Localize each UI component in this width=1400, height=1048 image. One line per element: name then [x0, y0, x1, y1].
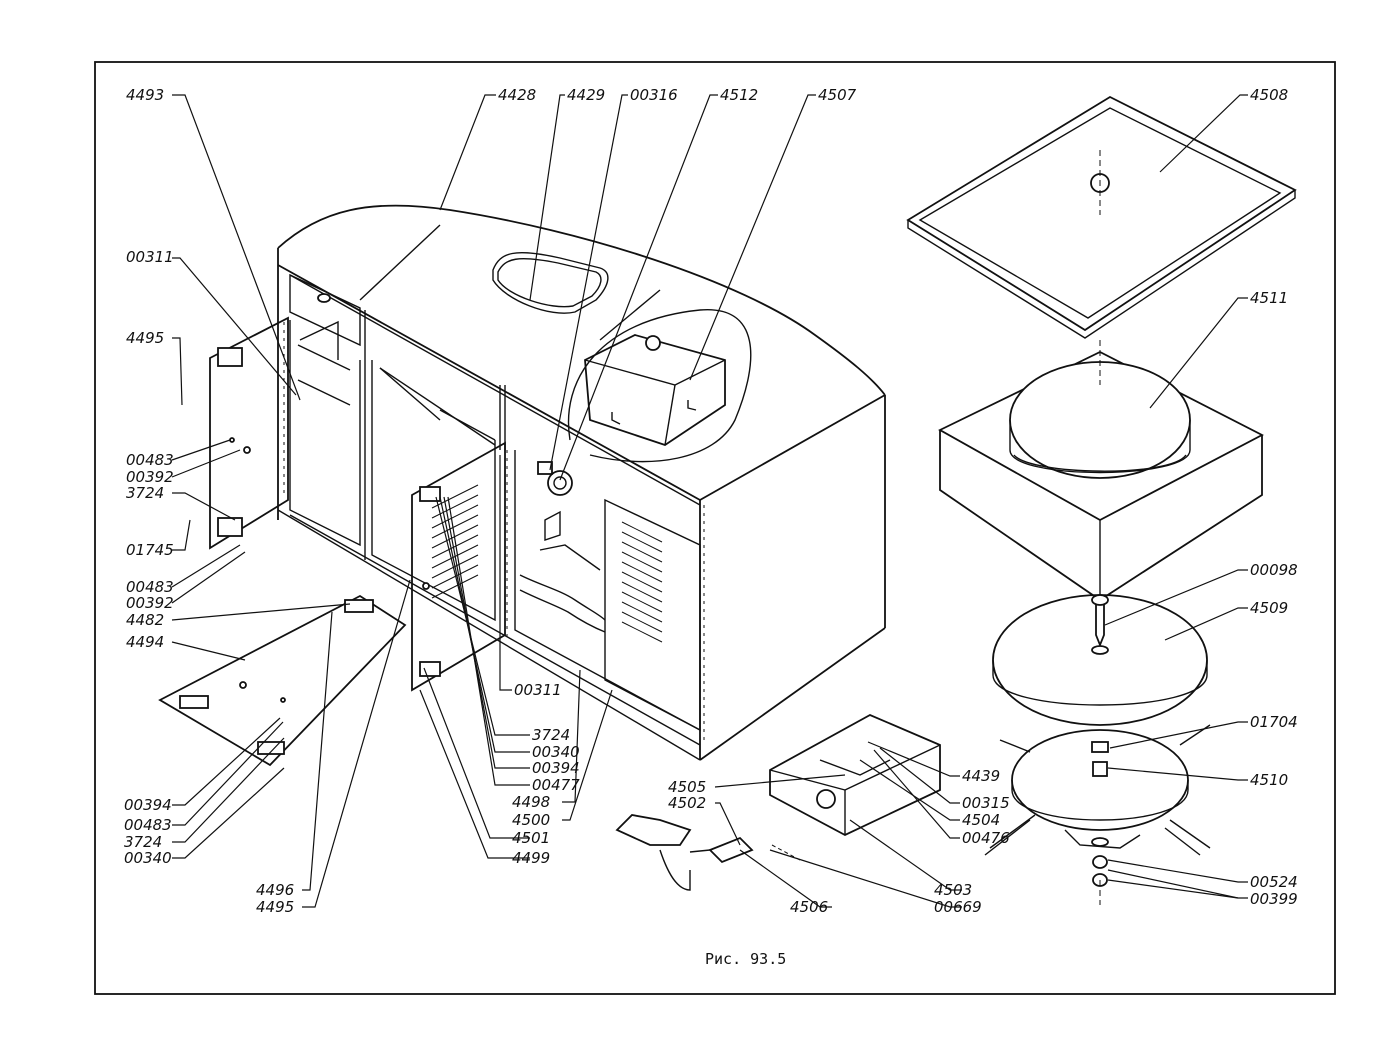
- heater-block: [938, 340, 1264, 602]
- callout-4482: 4482: [126, 611, 164, 629]
- callout-00394-lower: 00394: [124, 796, 172, 814]
- pedal-assembly: [615, 713, 941, 891]
- callout-00392-mid: 00392: [126, 594, 174, 612]
- drawing-border: [94, 61, 1336, 995]
- callout-00477: 00477: [532, 776, 580, 794]
- callout-3724-lower: 3724: [124, 833, 162, 851]
- callout-4495-lower: 4495: [256, 898, 294, 916]
- callout-labels: 4493 4428 4429 00316 4512 4507 4508 0031…: [124, 86, 1298, 916]
- callout-4505: 4505: [668, 778, 706, 796]
- callout-00311-upper: 00311: [126, 248, 174, 266]
- callout-00399: 00399: [1250, 890, 1298, 908]
- callout-00394-mid: 00394: [532, 759, 580, 777]
- callout-4509: 4509: [1250, 599, 1288, 617]
- callout-00316: 00316: [630, 86, 678, 104]
- callout-00340-mid: 00340: [532, 743, 580, 761]
- callout-00311-lower: 00311: [514, 681, 562, 699]
- callout-00098: 00098: [1250, 561, 1298, 579]
- callout-4499: 4499: [512, 849, 550, 867]
- callout-00315: 00315: [962, 794, 1010, 812]
- left-door: [209, 316, 289, 550]
- callout-4496: 4496: [256, 881, 294, 899]
- lid-tray: [906, 95, 1297, 339]
- callout-4500: 4500: [512, 811, 550, 829]
- callout-4495-upper: 4495: [126, 329, 164, 347]
- callout-00392-upper: 00392: [126, 468, 174, 486]
- callout-4510: 4510: [1250, 771, 1288, 789]
- callout-4508: 4508: [1250, 86, 1288, 104]
- callout-4507: 4507: [818, 86, 857, 104]
- callout-00483-mid: 00483: [126, 578, 174, 596]
- callout-00483-upper: 00483: [126, 451, 174, 469]
- callout-4428: 4428: [498, 86, 536, 104]
- callout-3724-upper: 3724: [126, 484, 164, 502]
- callout-4493: 4493: [126, 86, 164, 104]
- leader-lines: [171, 94, 1248, 908]
- callout-3724-mid: 3724: [532, 726, 570, 744]
- callout-4439: 4439: [962, 767, 1000, 785]
- callout-00669: 00669: [934, 898, 982, 916]
- callout-00476: 00476: [962, 829, 1010, 847]
- callout-4498: 4498: [512, 793, 550, 811]
- callout-01704: 01704: [1250, 713, 1298, 731]
- callout-00524: 00524: [1250, 873, 1298, 891]
- callout-4501: 4501: [512, 829, 550, 847]
- louvred-door: [411, 441, 506, 692]
- plate-disc: [992, 594, 1208, 726]
- figure-caption: Рис. 93.5: [705, 950, 786, 968]
- callout-4511: 4511: [1250, 289, 1288, 307]
- base-stand: [984, 724, 1211, 905]
- callout-4502: 4502: [668, 794, 706, 812]
- callout-4506: 4506: [790, 898, 828, 916]
- callout-4504: 4504: [962, 811, 1000, 829]
- callout-00340-lower: 00340: [124, 849, 172, 867]
- callout-00483-lower: 00483: [124, 816, 172, 834]
- callout-4494: 4494: [126, 633, 164, 651]
- callout-01745: 01745: [126, 541, 174, 559]
- callout-4429: 4429: [567, 86, 605, 104]
- callout-4512: 4512: [720, 86, 758, 104]
- cabinet-body: [277, 204, 886, 761]
- callout-4503: 4503: [934, 881, 972, 899]
